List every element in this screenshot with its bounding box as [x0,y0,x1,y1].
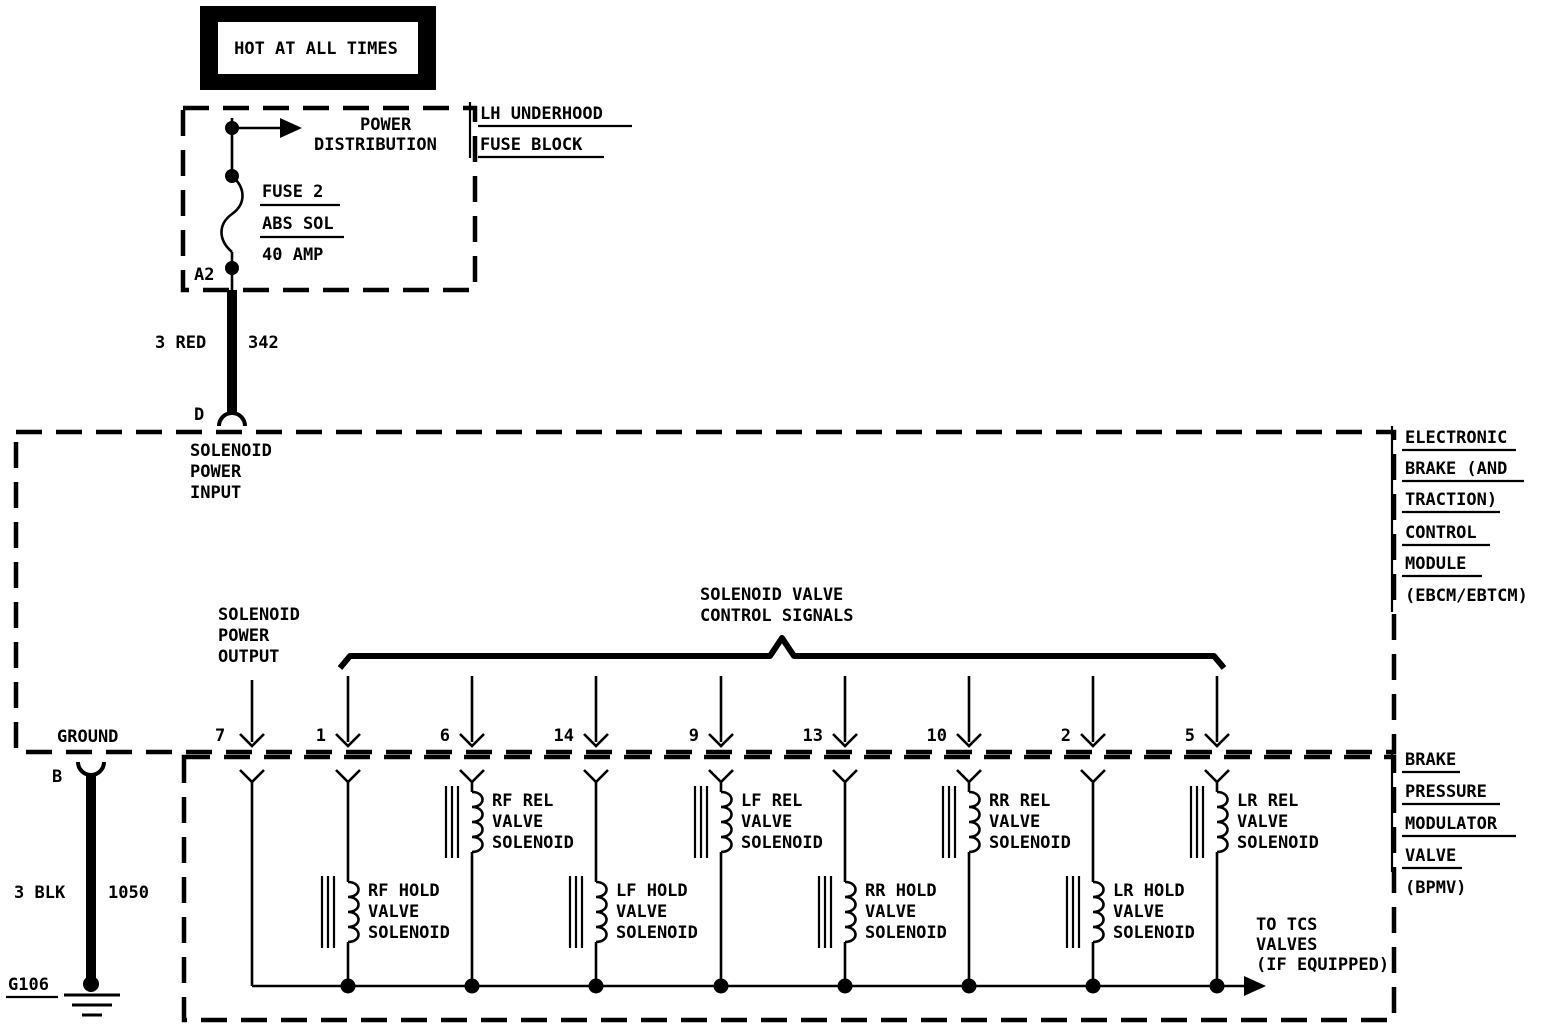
power-output-pin-label: 7 [215,726,225,746]
solenoid-label-line-2: SOLENOID [865,923,947,943]
power-distribution-line-2: DISTRIBUTION [314,135,437,155]
bpmv-name-line-3: MODULATOR [1405,814,1498,834]
bpmv-name-line-5: (BPMV) [1405,878,1466,898]
solenoid-label-line-1: VALVE [492,812,543,832]
solenoid-label-line-1: VALVE [1113,902,1164,922]
power-input-line-1: SOLENOID [190,441,272,461]
fuse-block: LH UNDERHOOD FUSE BLOCK POWER DISTRIBUTI… [180,102,632,293]
ebcm-name-line-5: MODULE [1405,554,1466,574]
solenoid-label-line-1: VALVE [865,902,916,922]
solenoid-label-line-2: SOLENOID [989,833,1071,853]
solenoid-label-line-1: VALVE [368,902,419,922]
solenoid-label-line-0: LR HOLD [1113,881,1185,901]
solenoid-label-line-0: RR REL [989,791,1050,811]
fuse-label-line-2: ABS SOL [262,214,334,234]
solenoid-label-line-0: RR HOLD [865,881,937,901]
hot-at-all-times-box: HOT AT ALL TIMES [200,6,436,90]
solenoid-label-line-0: RF HOLD [368,881,440,901]
ground-point-label: G106 [8,975,49,995]
solenoid-label-line-2: SOLENOID [368,923,450,943]
power-wire: 3 RED 342 D [155,290,279,427]
ground-wire-gauge-color: 3 BLK [14,883,66,903]
ground-wire: 3 BLK 1050 G106 [6,761,149,1017]
solenoid-label-line-2: SOLENOID [616,923,698,943]
fuse-block-name-line-1: LH UNDERHOOD [480,104,603,124]
ebcm-name-line-4: CONTROL [1405,523,1477,543]
ground-wire-circuit: 1050 [108,883,149,903]
power-distribution-line-1: POWER [360,115,412,135]
bpmv-name-line-4: VALVE [1405,846,1456,866]
solenoid-label-line-0: LF HOLD [616,881,688,901]
power-input-line-3: INPUT [190,483,241,503]
solenoid-label-line-1: VALVE [1237,812,1288,832]
power-output-line-2: POWER [218,626,270,646]
solenoid-pin-label: 9 [689,726,699,746]
power-wire-gauge-color: 3 RED [155,333,206,353]
solenoid-pin-label: 5 [1185,726,1195,746]
bpmv-name-line-2: PRESSURE [1405,782,1487,802]
solenoid-label-line-2: SOLENOID [1237,833,1319,853]
solenoid-label-line-0: LR REL [1237,791,1298,811]
tcs-line-3: (IF EQUIPPED) [1256,955,1389,975]
ebcm-name-line-6: (EBCM/EBTCM) [1405,586,1528,606]
ebcm-name-line-2: BRAKE (AND [1405,459,1507,479]
solenoid-label-line-2: SOLENOID [741,833,823,853]
common-bus [252,976,1266,996]
fuse-label-line-1: FUSE 2 [262,182,323,202]
power-wire-circuit: 342 [248,333,279,353]
ground-label: GROUND [57,727,118,747]
bpmv-module: BRAKE PRESSURE MODULATOR VALVE (BPMV) TO… [181,750,1516,1023]
solenoid-label-line-0: RF REL [492,791,553,811]
solenoid-pin-label: 13 [803,726,823,746]
solenoid-pin-label: 14 [554,726,574,746]
solenoid-pin-label: 2 [1061,726,1071,746]
tcs-line-2: VALVES [1256,935,1317,955]
control-signals-brace [337,635,1227,670]
control-signals-line-1: SOLENOID VALVE [700,585,843,605]
solenoid-pin-label: 1 [316,726,326,746]
solenoid-label-line-1: VALVE [741,812,792,832]
fuse-block-name-line-2: FUSE BLOCK [480,135,583,155]
power-output-line-1: SOLENOID [218,605,300,625]
solenoid-label-line-2: SOLENOID [492,833,574,853]
solenoid-label-line-1: VALVE [989,812,1040,832]
hot-at-all-times-label: HOT AT ALL TIMES [234,39,398,59]
ground-pin-label: B [52,767,62,787]
fuse-terminal-label: A2 [194,265,214,285]
solenoid-label-line-0: LF REL [741,791,802,811]
solenoid-label-line-1: VALVE [616,902,667,922]
ebcm-name-line-1: ELECTRONIC [1405,428,1507,448]
power-input-line-2: POWER [190,462,242,482]
solenoid-pin-label: 6 [440,726,450,746]
ebcm-name-line-3: TRACTION) [1405,490,1497,510]
fuse-label-line-3: 40 AMP [262,245,323,265]
tcs-line-1: TO TCS [1256,915,1317,935]
power-output-line-3: OUTPUT [218,647,279,667]
power-input-pin-label: D [194,405,204,425]
ebcm-module: ELECTRONIC BRAKE (AND TRACTION) CONTROL … [13,426,1528,787]
power-output-column [239,680,265,986]
bpmv-name-line-1: BRAKE [1405,750,1456,770]
solenoid-label-line-2: SOLENOID [1113,923,1195,943]
solenoid-pin-label: 10 [927,726,947,746]
control-signals-line-2: CONTROL SIGNALS [700,606,854,626]
